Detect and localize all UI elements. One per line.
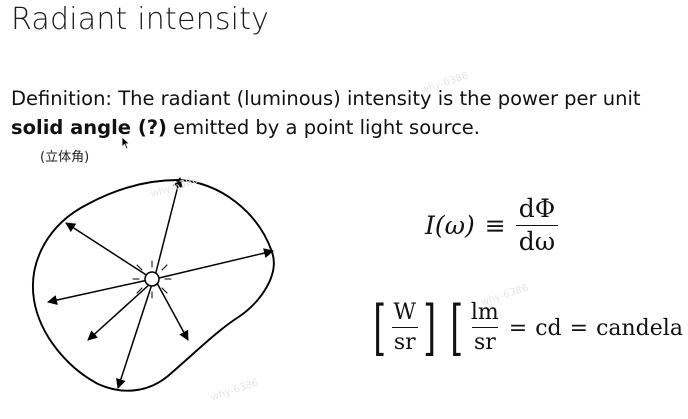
ray-left xyxy=(47,279,149,305)
solid-angle-term: solid angle (?) xyxy=(11,116,167,139)
point-light-source xyxy=(144,271,160,287)
ray-lower-left xyxy=(87,282,152,341)
equivalence-sign: ≡ xyxy=(484,211,506,240)
unit-numerator-lumen: lm xyxy=(470,299,499,325)
equals-sign: = xyxy=(569,315,589,341)
definition-intro: Definition: The radiant (luminous) inten… xyxy=(11,87,641,110)
ray-lower-right xyxy=(156,282,189,341)
unit-cd: cd xyxy=(535,315,562,341)
units-formula: [ W sr ] [ lm sr = cd = candela ] xyxy=(368,298,688,358)
unit-fraction-lumen: lm sr xyxy=(469,299,501,358)
mouse-cursor-icon xyxy=(121,136,131,150)
equals-sign: = xyxy=(508,315,528,341)
ray-upper-right xyxy=(153,177,183,281)
fraction-numerator: dΦ xyxy=(518,194,556,223)
left-bracket: [ xyxy=(373,293,387,363)
emission-rays xyxy=(47,177,274,389)
right-bracket: ] xyxy=(423,293,437,363)
ray-bottom xyxy=(116,283,153,389)
formula-lhs: I(ω) xyxy=(425,211,475,240)
unit-numerator-watt: W xyxy=(393,299,417,325)
light-glow-ticks xyxy=(132,260,172,299)
unit-fraction-watt: W sr xyxy=(391,299,418,358)
intensity-formula: I(ω) ≡ dΦ dω xyxy=(425,194,559,257)
unit-denominator-sr: sr xyxy=(391,326,418,358)
unit-candela: candela xyxy=(596,315,683,341)
chinese-annotation: (立体角) xyxy=(40,150,90,165)
definition-text: Definition: The radiant (luminous) inten… xyxy=(11,84,681,142)
point-source-diagram xyxy=(32,177,275,392)
ray-right xyxy=(158,248,274,279)
ray-upper-left xyxy=(65,222,152,279)
fraction-denominator: dω xyxy=(515,225,559,257)
derivative-fraction: dΦ dω xyxy=(515,194,559,257)
unit-denominator-sr: sr xyxy=(471,326,498,358)
left-bracket: [ xyxy=(450,293,464,363)
slide-title: Radiant intensity xyxy=(11,2,270,37)
definition-ending: emitted by a point light source. xyxy=(166,116,480,139)
